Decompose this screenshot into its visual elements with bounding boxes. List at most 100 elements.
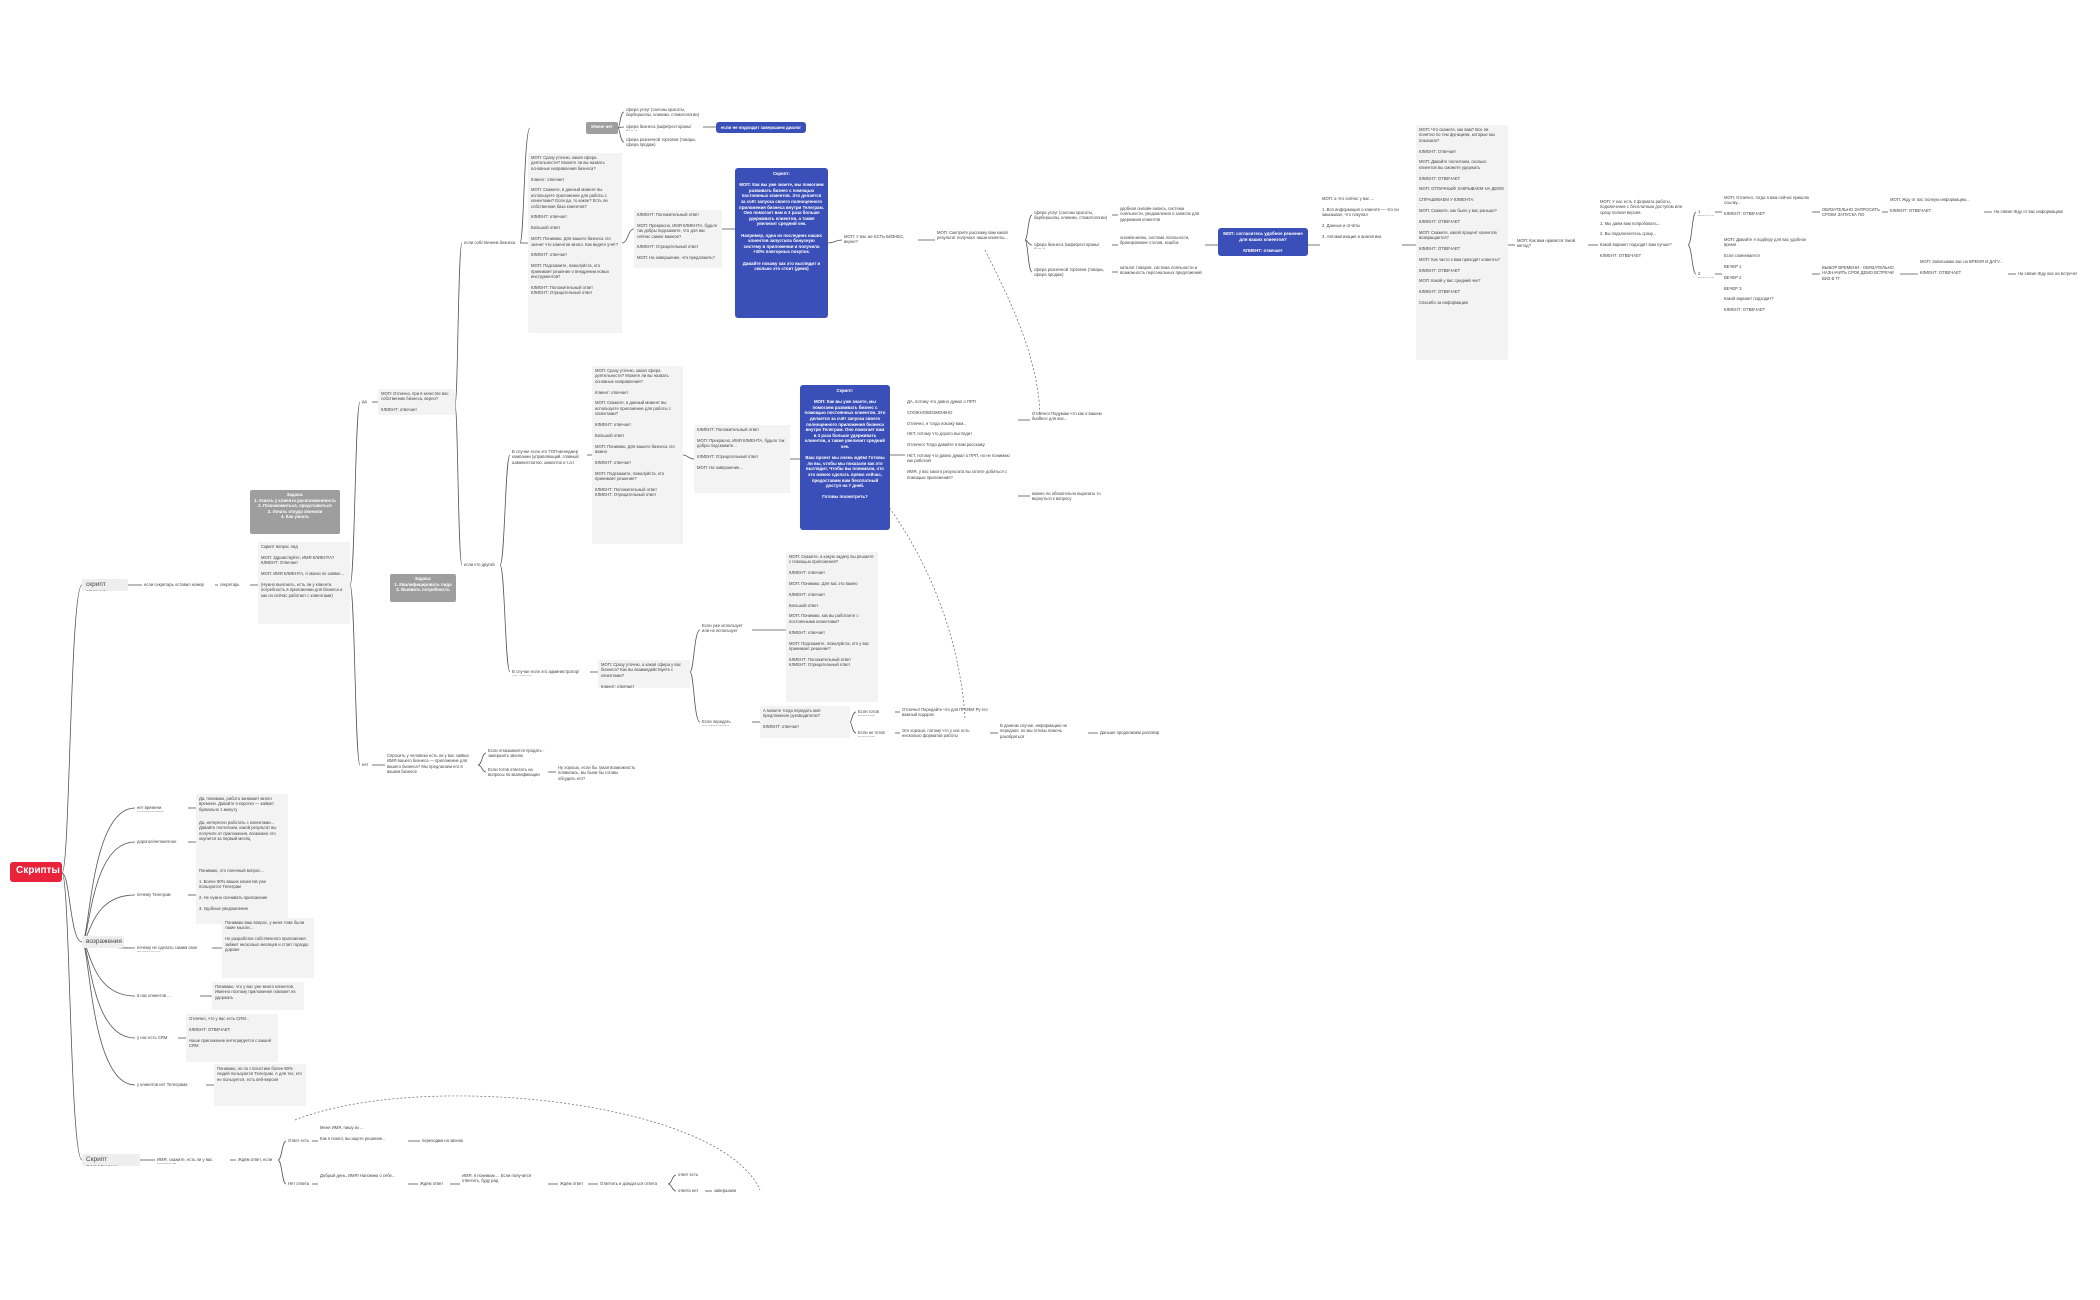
node-secretary-script[interactable]: Скрипт вопрос лид МОП: Здравствуйте, ИМЯ… <box>258 542 350 624</box>
node-admin-questions-2[interactable]: МОП: Скажите, а какую задачу вы решаете … <box>786 552 878 702</box>
node-owner-responses[interactable]: КЛИЕНТ: Положительный ответ МОП: Прекрас… <box>634 210 722 268</box>
branch-chat-script[interactable]: Скрипт переписки <box>82 1154 140 1166</box>
root-node-scripts[interactable]: Скрипты <box>10 862 62 882</box>
node-chat-wait-3[interactable]: Ждём ответ <box>560 1181 584 1186</box>
link-block1-resp <box>621 228 635 244</box>
node-chat-text-5[interactable]: ИМЯ, я понимаю ... Если получится ответи… <box>462 1173 532 1184</box>
node-right-question[interactable]: МОП: Как вам нравится такой метод? КЛИЕН… <box>1517 238 1576 249</box>
node-secretary-branch[interactable]: если секретарь оставил номер <box>144 582 204 587</box>
node-chat-answer-exists[interactable]: ответ есть <box>678 1172 699 1177</box>
node-admin-no-text[interactable]: Это хорошо, потому что у нас есть нескол… <box>902 728 970 739</box>
node-end-dialog[interactable]: если не подходит завершаем диалог <box>716 122 806 133</box>
node-sphere-retail[interactable]: сфера розничной торговли (товары, сфера … <box>626 137 697 148</box>
node-options-right-2[interactable]: можно ли обязательно вырезать то вернуть… <box>1032 491 1101 502</box>
node-objection-no-telegram-text[interactable]: Понимаю, но по статистике более 80% люде… <box>214 1064 306 1106</box>
node-sphere-c-text[interactable]: каталог товаров, система лояльности и во… <box>1120 265 1202 276</box>
node-objection-telegram-text[interactable]: Понимаю, это логичный вопрос... 1. Более… <box>196 866 288 924</box>
node-chat-wait[interactable]: Ждём ответ, если <box>238 1157 273 1162</box>
node-if-other[interactable]: если кто другой <box>464 562 495 567</box>
node-else-no[interactable]: Иначе нет <box>586 122 618 134</box>
node-no-reply-2[interactable]: Если готов ответить на вопросы по квалиф… <box>488 767 540 778</box>
node-chat-wait-2[interactable]: Ждём ответ <box>420 1181 444 1186</box>
node-sphere-b-text[interactable]: онлайн-меню, система лояльности, брониро… <box>1120 235 1190 246</box>
node-chat-text-2[interactable]: Добрый день, ИМЯ! Напомню о себе... <box>320 1173 396 1178</box>
node-top-questions[interactable]: МОП: Сразу уточню, какая сфера деятельно… <box>592 366 683 544</box>
node-sphere-business[interactable]: сфера бизнеса (кафе/рестораны/бары) <box>626 124 692 131</box>
node-if-owner[interactable]: если собственник бизнеса <box>464 240 516 245</box>
node-sphere-a[interactable]: сфера услуг (салоны красоты, барбершопы,… <box>1034 210 1108 221</box>
node-variant-2-text[interactable]: МОП: Давайте я подберу для вас удобное в… <box>1724 237 1807 312</box>
node-admin-no[interactable]: Если не готов передать <box>858 730 885 737</box>
node-admin-tree-1[interactable]: Если уже использует или не использует <box>702 623 743 634</box>
node-sphere-a-text[interactable]: удобная онлайн-запись, система лояльност… <box>1120 206 1200 222</box>
node-sphere-c[interactable]: сфера розничной торговли (товары, сфера … <box>1034 267 1105 278</box>
node-admin-tree-2[interactable]: Если передать руководителю <box>702 719 731 726</box>
node-secretary[interactable]: секретарь <box>220 582 240 587</box>
node-variant-2-final[interactable]: На связи! Жду вас на встрече! <box>2018 271 2078 276</box>
node-script-blue-2[interactable]: Скрипт: МОП: Как вы уже знаете, мы помог… <box>800 385 890 530</box>
node-top-manager[interactable]: В случае если это ТОП-менеджер компании … <box>512 449 579 464</box>
node-objection-own-app-text[interactable]: Понимаю ваш вопрос, у меня тоже были так… <box>222 918 314 978</box>
node-objection-crm[interactable]: у нас есть CRM <box>137 1035 168 1040</box>
node-chat-text-1[interactable]: Меня ИМЯ, пишу из ... Как я понял, вы ищ… <box>320 1125 386 1141</box>
node-script-blue-1[interactable]: Скрипт: МОП: Как вы уже знаете, мы помог… <box>735 168 828 318</box>
link-obj-3 <box>81 894 136 943</box>
node-owner-questions[interactable]: МОП: Сразу уточню, какая сфера деятельно… <box>528 153 622 333</box>
node-mop-owner-question[interactable]: МОП: Отлично, при в качестве вас собстве… <box>378 389 455 415</box>
node-admin-yes[interactable]: Если готов передать <box>858 709 879 716</box>
node-objection-clients[interactable]: в нас клиентов ... <box>137 993 171 998</box>
node-task-2[interactable]: Задача: 1. Квалифицировать лида 2. Выяви… <box>390 574 456 602</box>
node-no-reply-3[interactable]: Ну хорошо, если бы такая возможность поя… <box>558 765 636 781</box>
node-solution-blue[interactable]: МОП: согласитесь удобное решение для ваш… <box>1218 228 1308 256</box>
node-no[interactable]: нет <box>362 762 369 767</box>
node-sphere-services[interactable]: сфера услуг (салоны красоты, барбершопы,… <box>626 107 700 118</box>
node-admin-pass[interactable]: А можете тогда передать моё предложение … <box>760 706 850 738</box>
node-formats[interactable]: МОП: У нас есть 2 формата работы, подклю… <box>1600 199 1682 259</box>
node-right-long[interactable]: МОП: Что скажете, как вам? Все ли понятн… <box>1416 125 1508 360</box>
node-task-1[interactable]: Задача: 1. Узнать у клиента расположенно… <box>250 490 340 534</box>
link-mop-other <box>454 404 463 566</box>
node-objection-telegram[interactable]: почему Телеграм <box>137 892 171 897</box>
node-admin-case[interactable]: В случае если это администратор/менеджер <box>512 669 580 676</box>
node-admin-yes-text[interactable]: Отлично! Передайте что для ПРОФИ Ру его … <box>902 707 988 718</box>
node-chat-end[interactable]: переходим на звонок <box>422 1138 463 1143</box>
node-objection-no-telegram[interactable]: у клиентов нет Телеграма <box>137 1082 188 1087</box>
node-options-right[interactable]: Отлично! Подумаю что как о вашем бизнесе… <box>1032 411 1102 422</box>
node-variant-1-ok-2[interactable]: МОП: Жду от вас полную информацию... КЛИ… <box>1890 197 1970 213</box>
node-objection-own-app[interactable]: почему не сделать самим свое приложение <box>137 945 198 952</box>
node-admin-question[interactable]: МОП: Сразу уточню, а какая сфера у вас б… <box>598 660 690 688</box>
node-chat-answer-yes[interactable]: Ответ есть <box>288 1138 310 1143</box>
node-variant-1-ok[interactable]: ОБЯЗАТЕЛЬНО ЗАПРОСИТЬ СРОКИ ЗАПУСКА ПО <box>1822 207 1880 218</box>
node-yes[interactable]: да <box>362 399 367 404</box>
node-variant-1-text[interactable]: МОП: Отлично, тогда я вам сейчас пришлю … <box>1724 195 1809 217</box>
node-objection-clients-text[interactable]: Понимаю, что у вас уже много клиентов. И… <box>212 982 304 1010</box>
node-chat-question[interactable]: ИМЯ, скажите, есть ли у вас вопросы? <box>157 1157 213 1164</box>
node-variant-1-final[interactable]: На связи! Жду от вас информацию! <box>1994 209 2064 214</box>
node-objection-expensive-text[interactable]: Да, интересно работать с клиентами... Да… <box>196 818 288 868</box>
node-mop-demo-2[interactable]: МОП: Смотрите расскажу вам какой результ… <box>937 230 1008 241</box>
node-chat-answer-no[interactable]: Нет ответа <box>288 1181 310 1186</box>
node-variant-2-ok-2[interactable]: МОП: Записываю вас на ВРЕМЯ И ДАТУ... КЛ… <box>1920 259 2003 275</box>
node-objection-no-time[interactable]: нет времени разговаривать <box>137 805 165 812</box>
node-no-case[interactable]: Спросить у человека есть ли у вас заявка… <box>387 753 469 775</box>
link-t6-t8 <box>667 1183 677 1192</box>
node-admin-no-text-2[interactable]: В данном случае, информацию не передают,… <box>1000 723 1068 739</box>
node-variant-1[interactable]: 1 вариант <box>1698 209 1714 216</box>
node-chat-text-6[interactable]: Ответить и дождаться ответа <box>600 1181 658 1186</box>
node-variant-2-ok[interactable]: ВЫБОР ВРЕМЕНИ - ОБЯЗАТЕЛЬНО НАЗНАЧИТЬ СР… <box>1822 265 1894 281</box>
node-options-list[interactable]: ДА, потому что давно думал о ПРП СЛОЖНО/… <box>907 399 1010 480</box>
node-admin-end[interactable]: Дальше продолжаем разговор <box>1100 730 1160 735</box>
node-chat-no-answer[interactable]: ответа нет <box>678 1188 699 1193</box>
node-right-list[interactable]: МОП: а что сейчас у вас ... 1. Вся инфор… <box>1322 196 1399 239</box>
branch-call-script[interactable]: скрипт звонка <box>82 579 128 591</box>
node-objection-expensive[interactable]: дорогое/непонятное <box>137 839 177 844</box>
node-mop-demo[interactable]: МОП: У вас же ЕСТЬ БИЗНЕС, верно? КЛИЕНТ… <box>844 234 905 245</box>
node-chat-finish[interactable]: завершаем <box>714 1188 736 1193</box>
node-sphere-b[interactable]: сфера бизнеса (кафе/рестораны/бары) <box>1034 242 1100 249</box>
node-objection-crm-text[interactable]: Отлично, что у вас есть CRM... КЛИЕНТ: О… <box>186 1014 278 1062</box>
node-variant-2[interactable]: 2 вариант <box>1698 271 1714 278</box>
branch-objections[interactable]: возражения <box>82 936 124 948</box>
node-objection-no-time-text[interactable]: Да, понимаю, работа занимает много време… <box>196 794 288 822</box>
node-no-reply-1[interactable]: Если отказывается продать - завершить зв… <box>488 748 545 759</box>
node-top-responses[interactable]: КЛИЕНТ: Положительный ответ МОП: Прекрас… <box>694 425 790 493</box>
